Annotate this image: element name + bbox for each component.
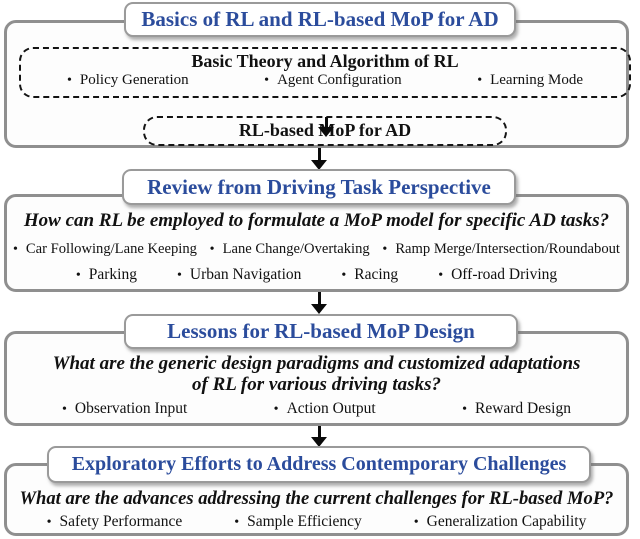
bullet-item: Safety Performance (47, 513, 183, 531)
bullet-row: Safety Performance Sample Efficiency Gen… (7, 513, 626, 531)
section-question-line2: of RL for various driving tasks? (192, 374, 441, 395)
bullet-item: Off-road Driving (438, 266, 557, 284)
bullet-item: Agent Configuration (264, 72, 402, 89)
bullet-item: Urban Navigation (177, 266, 301, 284)
bullet-row: Car Following/Lane Keeping Lane Change/O… (7, 241, 626, 258)
bullet-item: Policy Generation (67, 72, 189, 89)
bullet-row: Parking Urban Navigation Racing Off-road… (7, 266, 626, 284)
section-title-lessons: Lessons for RL-based MoP Design (124, 314, 518, 349)
section-title-driving-task: Review from Driving Task Perspective (122, 169, 516, 205)
section-question: What are the advances addressing the cur… (19, 488, 614, 509)
bullet-item: Parking (76, 266, 137, 284)
basic-theory-box: Basic Theory and Algorithm of RL Policy … (19, 47, 631, 98)
bullet-item: Observation Input (62, 400, 187, 418)
bullet-item: Learning Mode (477, 72, 583, 89)
down-arrow-icon (311, 426, 327, 447)
section-question-line1: What are the generic design paradigms an… (52, 353, 581, 374)
section-question: How can RL be employed to formulate a Mo… (23, 210, 610, 231)
section-challenges-container: What are the advances addressing the cur… (4, 463, 629, 536)
bullet-item: Action Output (274, 400, 376, 418)
bullet-row: Policy Generation Agent Configuration Le… (21, 72, 629, 89)
bullet-item: Sample Efficiency (234, 513, 362, 531)
bullet-item: Generalization Capability (414, 513, 587, 531)
down-arrow-icon (311, 148, 327, 170)
bullet-item: Car Following/Lane Keeping (13, 241, 197, 258)
bullet-row: Observation Input Action Output Reward D… (7, 400, 626, 418)
section-title-basics: Basics of RL and RL-based MoP for AD (124, 2, 516, 37)
bullet-item: Ramp Merge/Intersection/Roundabout (382, 241, 620, 258)
basic-theory-heading: Basic Theory and Algorithm of RL (191, 51, 459, 71)
section-basics-container: Basic Theory and Algorithm of RL Policy … (4, 20, 631, 148)
section-title-challenges: Exploratory Efforts to Address Contempor… (47, 446, 591, 483)
down-arrow-icon (311, 292, 327, 314)
bullet-item: Racing (341, 266, 398, 284)
section-driving-task-container: How can RL be employed to formulate a Mo… (4, 194, 629, 292)
bullet-item: Reward Design (462, 400, 571, 418)
bullet-item: Lane Change/Overtaking (210, 241, 370, 258)
down-arrow-icon (318, 117, 334, 137)
